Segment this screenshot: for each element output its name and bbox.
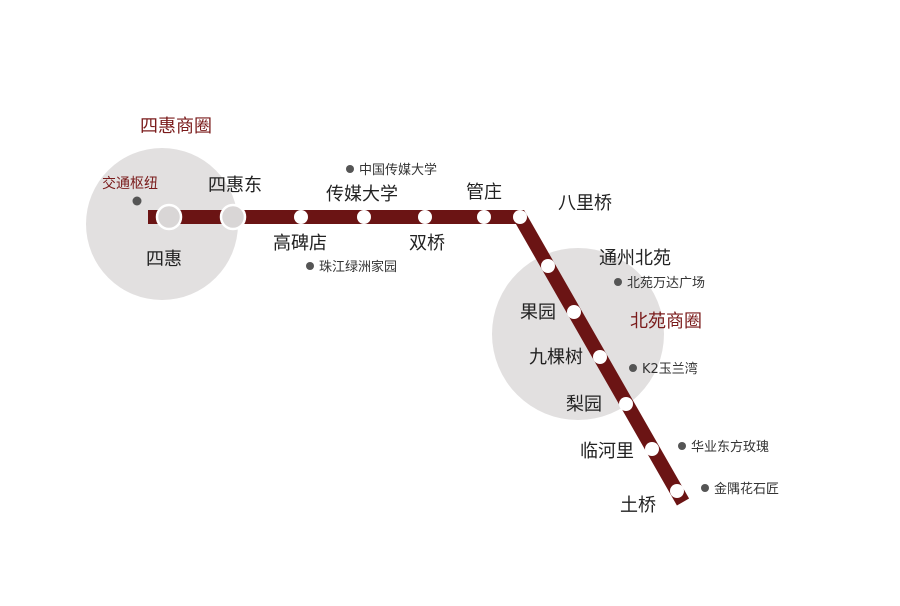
poi-wanda-label: 北苑万达广场 [627, 276, 705, 291]
station-guoyuan-label: 果园 [520, 302, 556, 323]
station-baliqiao-marker[interactable] [513, 210, 527, 224]
station-chuanmeidaxue-marker[interactable] [357, 210, 371, 224]
poi-jinyu-marker [701, 484, 709, 492]
station-guoyuan-marker[interactable] [567, 305, 581, 319]
sihui-district-title: 四惠商圈 [140, 116, 212, 137]
station-guanzhuang-marker[interactable] [477, 210, 491, 224]
station-chuanmeidaxue-label: 传媒大学 [326, 184, 398, 205]
station-tuqiao-label: 土桥 [620, 495, 656, 516]
station-baliqiao-label: 八里桥 [558, 193, 612, 214]
station-gaobeidian-marker[interactable] [294, 210, 308, 224]
poi-cuc-marker [346, 165, 354, 173]
hub-marker [132, 196, 142, 206]
poi-zhujiang-label: 珠江绿洲家园 [319, 259, 397, 275]
station-tongzhoubeiyuan-label: 通州北苑 [599, 248, 671, 269]
beiyuan-district-title: 北苑商圈 [630, 311, 702, 332]
station-shuangqiao-label: 双桥 [409, 233, 445, 254]
station-sihuidong-label: 四惠东 [208, 175, 262, 196]
beiyuan-district-circle [492, 248, 664, 420]
station-sihuidong-marker[interactable] [219, 203, 247, 231]
station-guanzhuang-label: 管庄 [466, 182, 502, 203]
hub-label: 交通枢纽 [102, 175, 158, 192]
station-jiukeshu-label: 九棵树 [529, 347, 583, 368]
poi-zhujiang-marker [306, 262, 314, 270]
poi-jinyu-label: 金隅花石匠 [714, 481, 779, 497]
station-linheli-label: 临河里 [580, 441, 634, 462]
poi-huaye-marker [678, 442, 686, 450]
station-tuqiao-marker[interactable] [670, 484, 684, 498]
station-sihui-label: 四惠 [146, 249, 182, 270]
station-linheli-marker[interactable] [645, 442, 659, 456]
station-liyuan-marker[interactable] [619, 397, 633, 411]
poi-k2-marker [629, 364, 637, 372]
station-liyuan-label: 梨园 [566, 394, 602, 415]
station-gaobeidian-label: 高碑店 [273, 233, 327, 254]
poi-cuc-label: 中国传媒大学 [359, 162, 437, 178]
station-shuangqiao-marker[interactable] [418, 210, 432, 224]
poi-wanda-marker [614, 278, 622, 286]
poi-huaye-label: 华业东方玫瑰 [691, 439, 769, 455]
poi-k2-label: K2玉兰湾 [642, 361, 698, 377]
station-sihui-marker[interactable] [155, 203, 183, 231]
station-jiukeshu-marker[interactable] [593, 350, 607, 364]
station-tongzhoubeiyuan-marker[interactable] [541, 259, 555, 273]
